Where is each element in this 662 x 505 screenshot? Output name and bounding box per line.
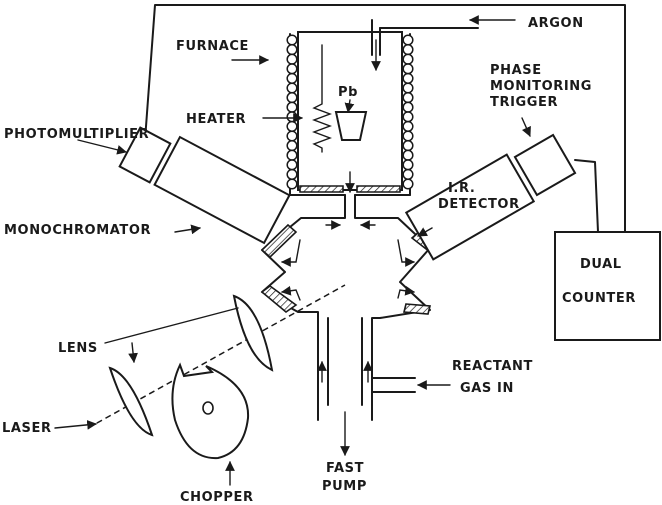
label-heater: HEATER (186, 112, 246, 127)
label-fast: FAST (326, 461, 364, 476)
heater-coil (286, 92, 298, 104)
chopper-hub-icon (202, 401, 214, 415)
heater-element-icon (312, 44, 332, 153)
phase-trigger-arrow-icon (521, 117, 531, 137)
heater-coils-left (286, 34, 298, 190)
laser-beam (87, 284, 346, 429)
phase-monitoring-trigger-box (513, 133, 577, 197)
heater-coil (402, 72, 414, 84)
heater-coil (402, 34, 414, 46)
label-pb: Pb (338, 85, 358, 100)
label-argon: ARGON (528, 16, 584, 31)
monochromator-box (153, 135, 291, 245)
label-ir: I.R. (448, 181, 475, 196)
label-reactant: REACTANT (452, 359, 533, 374)
label-furnace: FURNACE (176, 39, 249, 54)
heater-coils-right (402, 34, 414, 190)
label-dual: DUAL (580, 257, 622, 272)
furnace (286, 15, 516, 196)
signal-wire-top (144, 4, 626, 233)
heater-coil (286, 111, 298, 123)
heater-coil (402, 101, 414, 113)
heater-coil (402, 111, 414, 123)
heater-coil (286, 53, 298, 65)
lens-icon-2 (232, 294, 274, 372)
lens-icon-1 (108, 366, 154, 437)
label-photomultiplier: PHOTOMULTIPLIER (4, 127, 149, 142)
heater-coil (286, 130, 298, 142)
heater-coil (286, 63, 298, 75)
heater-coil (402, 168, 414, 180)
label-counter: COUNTER (562, 291, 636, 306)
heater-coil (402, 53, 414, 65)
heater-coil (402, 82, 414, 94)
heater-coil (286, 159, 298, 171)
heater-coil (402, 140, 414, 152)
label-pump: PUMP (322, 479, 367, 494)
heater-coil (402, 92, 414, 104)
heater-coil (286, 82, 298, 94)
heater-coil (402, 120, 414, 132)
heater-coil (286, 149, 298, 161)
label-phase: PHASE (490, 63, 542, 78)
heater-coil (286, 34, 298, 46)
photomultiplier-arrow-icon (77, 139, 127, 155)
heater-coil (402, 130, 414, 142)
heater-coil (286, 178, 298, 190)
heater-coil (402, 159, 414, 171)
heater-coil (286, 44, 298, 56)
label-monitoring: MONITORING (490, 79, 592, 94)
laser-arrow-icon (54, 419, 97, 430)
photomultiplier-box (118, 126, 172, 184)
heater-coil (286, 120, 298, 132)
heater-coil (402, 44, 414, 56)
heater-coil (286, 101, 298, 113)
label-laser: LASER (2, 421, 52, 436)
heater-coil (402, 63, 414, 75)
heater-coil (286, 72, 298, 84)
label-trigger: TRIGGER (490, 95, 558, 110)
heater-coil (286, 168, 298, 180)
label-chopper: CHOPPER (180, 490, 254, 505)
heater-coil (286, 140, 298, 152)
signal-wire-detector (574, 159, 599, 233)
label-monochromator: MONOCHROMATOR (4, 223, 151, 238)
dual-counter-box (554, 231, 661, 341)
pb-crucible-icon (334, 111, 368, 141)
label-gas-in: GAS IN (460, 381, 514, 396)
pb-arrow-icon (344, 99, 355, 113)
heater-coil (402, 178, 414, 190)
heater-coil (402, 149, 414, 161)
monochromator-arrow-icon (174, 224, 201, 235)
label-detector: DETECTOR (438, 197, 520, 212)
label-lens: LENS (58, 341, 98, 356)
lens-arrow-icon (104, 307, 239, 344)
